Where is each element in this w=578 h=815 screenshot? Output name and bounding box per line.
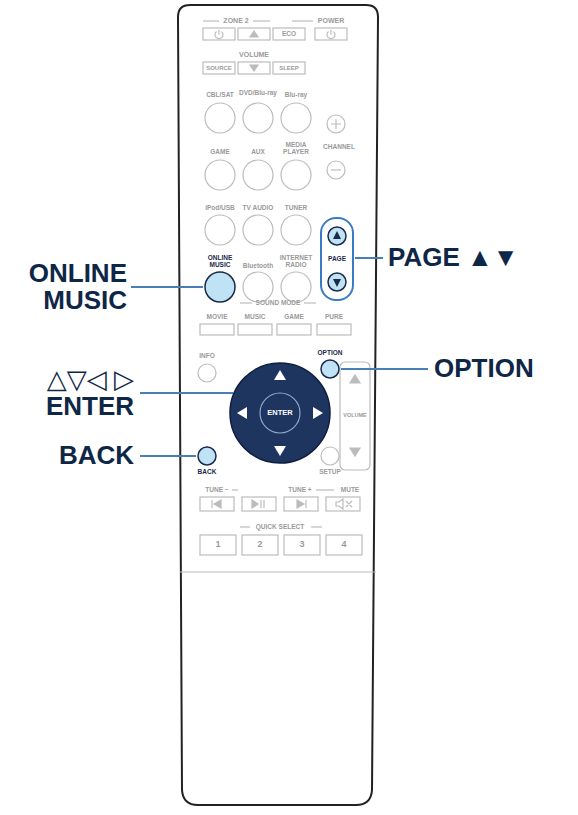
button-label: BACK: [198, 469, 217, 476]
button-label: VOLUME: [239, 51, 269, 58]
button-label: GAME: [210, 149, 230, 156]
callout-label: △▽◁ ▷ ENTER: [24, 366, 134, 421]
button-label: PURE: [325, 314, 343, 321]
button-label: Blu-ray: [285, 92, 307, 99]
button-label: ZONE 2: [223, 17, 248, 24]
button-label: iPod/USB: [205, 205, 235, 212]
button-label: CHANNEL: [323, 144, 355, 151]
button-label: TUNER: [285, 205, 307, 212]
button-label: VOLUME: [343, 413, 367, 419]
button-label: OPTION: [318, 350, 343, 357]
callout-label: BACK: [59, 442, 134, 469]
callout-label: OPTION: [434, 355, 534, 382]
button-label: TUNE −: [205, 487, 228, 494]
callout-label: PAGE ▲▼: [388, 244, 518, 271]
button-label: SOUND MODE: [256, 300, 301, 307]
button-label: Bluetooth: [243, 263, 273, 270]
button-label: CBL/SAT: [206, 92, 234, 99]
button-label: INFO: [199, 353, 215, 360]
button-label: DVD/Blu-ray: [239, 90, 277, 97]
button-label: TV AUDIO: [243, 205, 274, 212]
button-label: SETUP: [319, 469, 341, 476]
button-label: INTERNET RADIO: [278, 255, 314, 269]
button-label: ENTER: [267, 409, 292, 417]
button-label: PAGE: [328, 256, 346, 263]
button-label: MEDIA PLAYER: [281, 142, 311, 156]
button-label: SLEEP: [279, 65, 299, 71]
button-label: POWER: [318, 17, 344, 24]
button-label: 1: [215, 540, 220, 549]
callout-label: ONLINE MUSIC: [2, 260, 127, 315]
button-label: MUTE: [341, 487, 359, 494]
button-label: MOVIE: [207, 314, 228, 321]
button-label: 3: [299, 540, 304, 549]
button-label: AUX: [251, 149, 265, 156]
button-label: MUSIC: [245, 314, 266, 321]
button-label: SOURCE: [206, 65, 232, 71]
button-label: ONLINE MUSIC: [205, 255, 235, 269]
button-label: QUICK SELECT: [256, 524, 304, 531]
button-label: GAME: [284, 314, 304, 321]
button-label: 4: [341, 540, 346, 549]
button-label: TUNE +: [288, 487, 311, 494]
leader-line: [131, 258, 428, 456]
button-label: 2: [257, 540, 262, 549]
button-label: ECO: [282, 31, 296, 38]
